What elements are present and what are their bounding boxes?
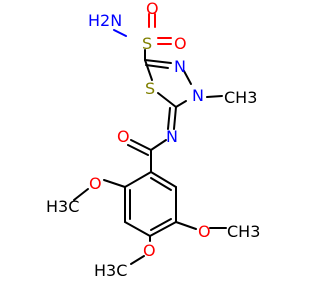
molecule-diagram: H2N O S O N N CH3 S O N O H3C O CH3 O H3… bbox=[46, 0, 260, 280]
atom-methyl-on-n: CH3 bbox=[224, 88, 257, 107]
atom-ring-n-methyl: N bbox=[192, 86, 204, 105]
bond-n-methyl bbox=[206, 95, 223, 98]
atom-labels: H2N O S O N N CH3 S O N O H3C O CH3 O H3… bbox=[46, 0, 260, 280]
atom-methoxy-c-5: CH3 bbox=[227, 222, 260, 241]
bond-n-s bbox=[113, 29, 127, 37]
bond-o-ch3-4 bbox=[130, 255, 145, 265]
bond-ring-4-double bbox=[150, 218, 172, 231]
atom-imine-n: N bbox=[166, 127, 178, 146]
atom-methoxy-c-4: H3C bbox=[94, 261, 127, 280]
bond-c5-n-top-double bbox=[145, 64, 169, 69]
bond-ring-o-5 bbox=[175, 221, 197, 230]
atom-ring-n-top: N bbox=[174, 57, 186, 76]
bond-ring-4 bbox=[149, 221, 177, 237]
bonds bbox=[73, 13, 227, 265]
atom-sulfonyl-s: S bbox=[142, 34, 152, 53]
molecule-structure: H2N O S O N N CH3 S O N O H3C O CH3 O H3… bbox=[46, 0, 260, 280]
atom-sulfonamide-n: H2N bbox=[88, 11, 122, 30]
atom-methoxy-o-4: O bbox=[143, 241, 156, 260]
bond-ring-6-double bbox=[150, 177, 172, 191]
atom-methoxy-c-2: H3C bbox=[46, 197, 79, 216]
atom-carbonyl-o: O bbox=[117, 127, 130, 146]
atom-sulfonyl-o-right: O bbox=[174, 34, 187, 53]
atom-methoxy-o-2: O bbox=[89, 174, 102, 193]
bond-c-o-1 bbox=[130, 139, 152, 151]
bond-c-o-2 bbox=[127, 144, 149, 156]
atom-ring-s: S bbox=[145, 79, 155, 98]
bond-s-c5-ring bbox=[144, 59, 153, 81]
bond-c5-n-top bbox=[144, 59, 172, 64]
bond-n-c2 bbox=[175, 100, 187, 108]
bond-n-n bbox=[183, 70, 192, 85]
bond-c2-n-imine-1 bbox=[173, 106, 177, 130]
bond-c2-n-imine-2 bbox=[167, 107, 171, 130]
bond-ring-3 bbox=[124, 221, 151, 237]
bond-o-ch3-2 bbox=[73, 188, 89, 201]
bond-ring-1 bbox=[124, 171, 152, 188]
atom-methoxy-o-5: O bbox=[198, 222, 211, 241]
atom-sulfonyl-o-top: O bbox=[146, 0, 159, 18]
bond-n-carbonyl-c bbox=[150, 139, 167, 151]
bond-c2-s bbox=[157, 92, 177, 108]
bond-ring-6 bbox=[150, 171, 177, 188]
bond-ring-o-2 bbox=[103, 179, 126, 188]
